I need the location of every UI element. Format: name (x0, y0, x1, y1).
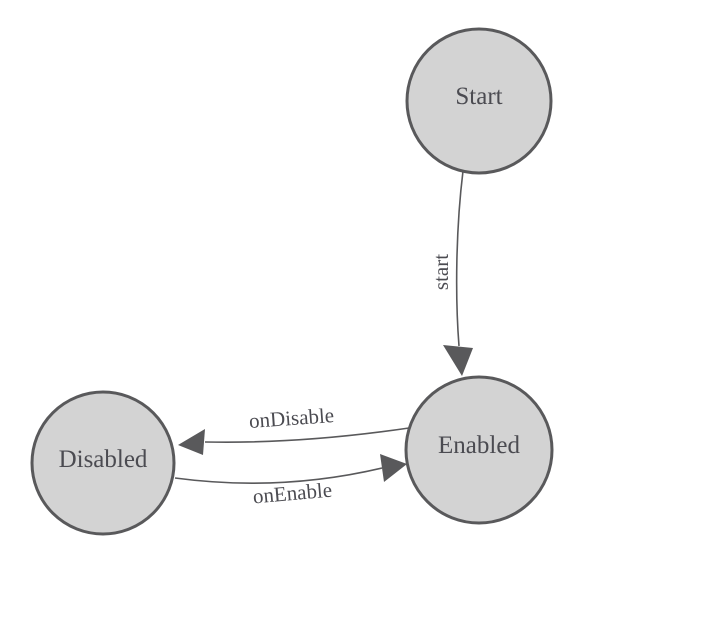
edge-enabled-to-disabled: onDisable (178, 403, 410, 455)
edge-line-enabled-to-disabled (204, 427, 410, 444)
arrowhead-disabled-to-enabled-icon (380, 454, 407, 482)
edge-label-ondisable: onDisable (248, 403, 335, 433)
node-disabled: Disabled (30, 390, 176, 536)
edge-start-to-enabled: start (429, 170, 473, 376)
edge-line-start-to-enabled (455, 170, 464, 347)
node-enabled-circle (404, 375, 554, 525)
node-start-circle (405, 27, 553, 175)
node-label-enabled: Enabled (438, 432, 520, 459)
arrowhead-enabled-to-disabled-icon (178, 429, 205, 455)
arrowhead-start-to-enabled-icon (443, 345, 473, 376)
edge-label-start: start (429, 254, 453, 290)
node-start: Start (405, 27, 553, 175)
node-label-disabled: Disabled (59, 446, 148, 473)
edge-disabled-to-enabled: onEnable (174, 454, 407, 508)
edge-line-disabled-to-enabled (174, 467, 383, 484)
node-label-start: Start (455, 83, 502, 110)
node-disabled-circle (30, 390, 176, 536)
node-enabled: Enabled (404, 375, 554, 525)
